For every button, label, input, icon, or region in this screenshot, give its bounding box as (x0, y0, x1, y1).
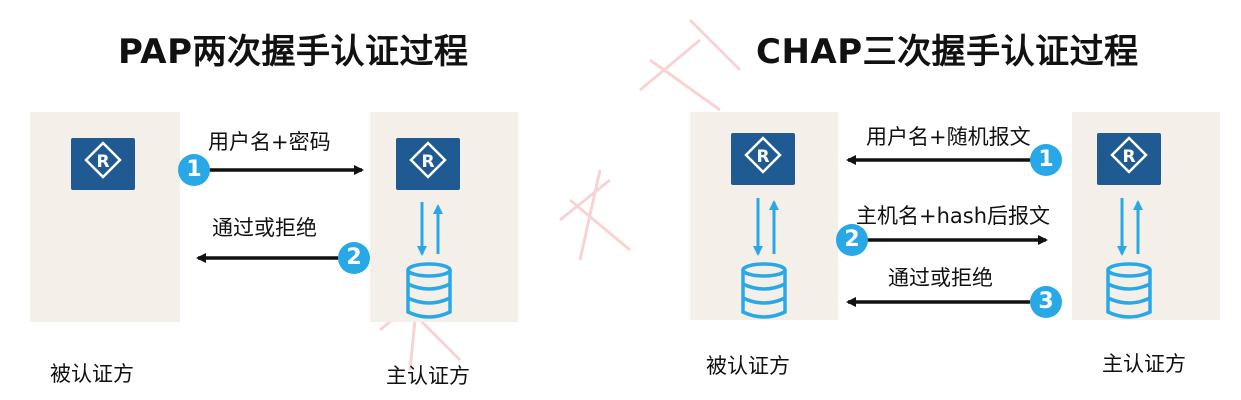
database-icon (403, 262, 455, 320)
database-icon (738, 262, 790, 320)
pap-right-party: 主认证方 (386, 364, 470, 388)
router-icon: R (731, 133, 795, 185)
router-icon: R (71, 138, 135, 190)
chap-left-party: 被认证方 (706, 354, 790, 378)
svg-text:R: R (421, 152, 434, 172)
svg-text:R: R (1122, 147, 1135, 167)
chap-step3-badge: 3 (1030, 286, 1062, 318)
chap-title: CHAP三次握手认证过程 (756, 32, 1139, 72)
chap-step3-label: 通过或拒绝 (888, 266, 993, 290)
router-icon: R (396, 138, 460, 190)
pap-step1-label: 用户名+密码 (208, 130, 331, 154)
chap-right-party: 主认证方 (1102, 352, 1186, 376)
chap-step1-label: 用户名+随机报文 (866, 125, 1031, 149)
pap-step1-badge: 1 (178, 154, 210, 186)
pap-step2-label: 通过或拒绝 (212, 216, 317, 240)
chap-step1-badge: 1 (1030, 144, 1062, 176)
pap-left-party: 被认证方 (50, 362, 134, 386)
svg-text:R: R (96, 152, 109, 172)
database-icon (1103, 262, 1155, 320)
pap-step2-badge: 2 (338, 242, 370, 274)
pap-title: PAP两次握手认证过程 (118, 32, 469, 72)
chap-step2-badge: 2 (836, 224, 868, 256)
chap-step2-label: 主机名+hash后报文 (856, 204, 1051, 228)
router-icon: R (1097, 133, 1161, 185)
svg-text:R: R (756, 147, 769, 167)
